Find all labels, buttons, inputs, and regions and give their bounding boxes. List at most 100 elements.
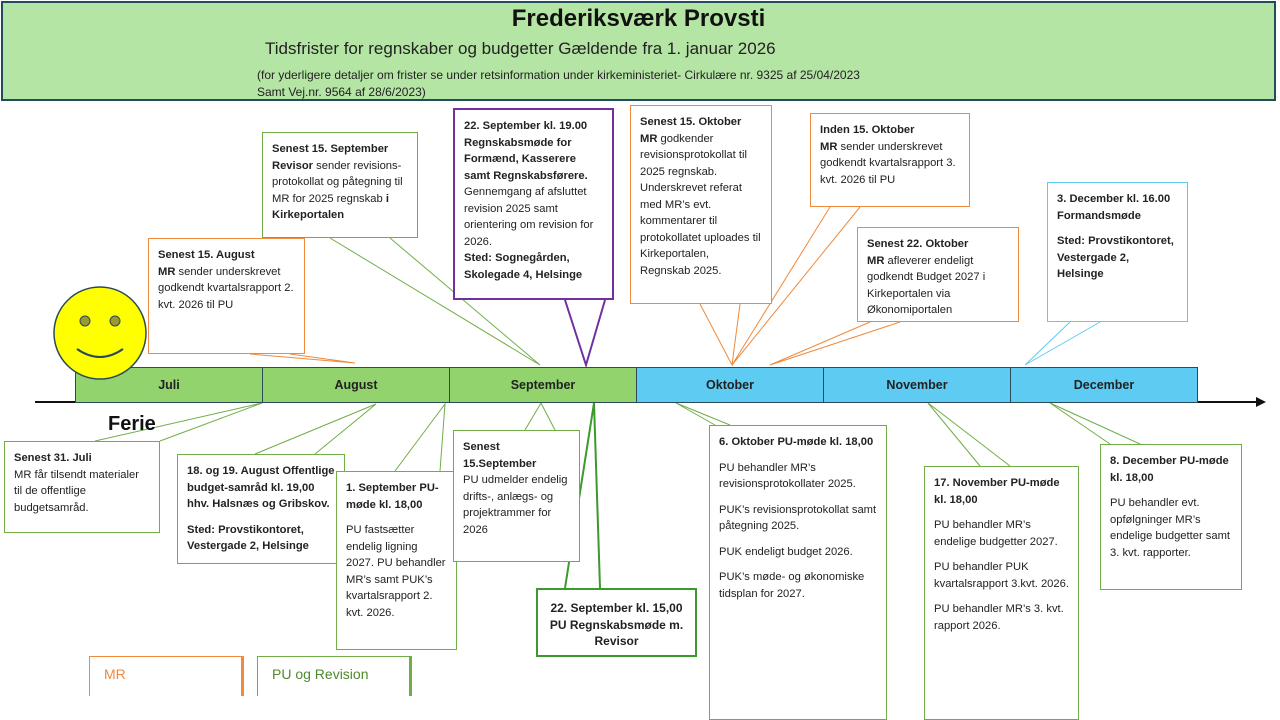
callout-paragraph: PU behandler MR’s revisionsprotokollater… [719, 460, 877, 493]
callout-heading: 22. September kl. 15,00 PU Regnskabsmøde… [549, 601, 684, 648]
callout-paragraph: PU behandler evt. opfølgninger MR’s ende… [1110, 495, 1232, 561]
spacer [1057, 224, 1178, 233]
callout-text: Gennemgang af afsluttet revision 2025 sa… [464, 186, 594, 248]
header-note-line: (for yderligere detaljer om frister se u… [257, 68, 860, 82]
callout-paragraph: Revisor sender revisions-protokollat og … [272, 158, 408, 224]
callout-text: sender underskrevet godkendt kvartalsrap… [158, 265, 294, 311]
callout-heading: 18. og 19. August Offentlige budget-samr… [187, 465, 335, 510]
callout-paragraph: Senest 15. September [272, 141, 408, 158]
month-december: December [1010, 367, 1198, 403]
spacer [934, 592, 1069, 601]
callout-paragraph: PUK’s revisionsprotokollat samt påtegnin… [719, 502, 877, 535]
callout-paragraph: PUK’s møde- og økonomiske tidsplan for 2… [719, 569, 877, 602]
page-subtitle: Tidsfrister for regnskaber og budgetter … [265, 39, 776, 58]
callout-nov-pu-mode: 17. November PU-møde kl. 18,00 PU behandl… [924, 466, 1079, 720]
page-title: Frederiksværk Provsti [511, 5, 766, 32]
callout-heading: Senest 15. August [158, 249, 255, 261]
callout-pointer [927, 402, 1011, 467]
callout-heading: Revisor [272, 159, 314, 172]
callout-paragraph: 6. Oktober PU-møde kl. 18,00 [719, 434, 877, 451]
callout-pointer [769, 321, 901, 366]
callout-heading: i Kirkeportalen [272, 192, 389, 222]
callout-text: PU behandler MR’s 3. kvt. rapport 2026. [934, 603, 1064, 632]
callout-jul-materialer: Senest 31. Juli MR får tilsendt materiale… [4, 441, 160, 533]
callout-paragraph: 17. November PU-møde kl. 18,00 [934, 475, 1069, 508]
header-note: (for yderligere detaljer om frister se u… [257, 67, 860, 101]
callout-heading: Sted: Provstikontoret, Vestergade 2, Hel… [1057, 235, 1174, 280]
callout-pointer [699, 303, 741, 367]
callout-pointer [249, 353, 356, 364]
month-august: August [262, 367, 450, 403]
callout-pointer [94, 402, 263, 442]
callout-aug-samraad: 18. og 19. August Offentlige budget-samr… [177, 454, 345, 564]
callout-paragraph: MR sender underskrevet godkendt kvartals… [158, 264, 295, 314]
callout-paragraph: 8. December PU-møde kl. 18,00 [1110, 453, 1232, 486]
spacer [719, 493, 877, 502]
callout-heading: 8. December PU-møde kl. 18,00 [1110, 455, 1229, 484]
callout-heading: MR [158, 265, 176, 278]
callout-pointer [329, 237, 541, 366]
callout-paragraph: Sted: Sognegården, Skolegade 4, Helsinge [464, 250, 603, 283]
callout-paragraph: Senest 15. August [158, 247, 295, 264]
callout-heading: 6. Oktober PU-møde kl. 18,00 [719, 436, 874, 448]
callout-paragraph: Senest 31. Juli [14, 450, 150, 467]
callout-heading: 1. September PU-møde kl. 18,00 [346, 482, 439, 511]
month-september: September [449, 367, 637, 403]
callout-pointer [1024, 321, 1101, 366]
callout-heading: Senest 22. Oktober [867, 238, 969, 250]
callout-heading: MR [820, 140, 838, 153]
callout-heading: MR [640, 132, 658, 145]
callout-paragraph: PU behandler PUK kvartalsrapport 3.kvt. … [934, 559, 1069, 592]
callout-text: PU udmelder endelig drifts-, anlægs- og … [463, 474, 568, 536]
callout-heading: Senest 31. Juli [14, 452, 92, 464]
callout-pointer [675, 402, 731, 426]
callout-text: PU fastsætter endelig ligning 2027. PU b… [346, 524, 446, 619]
header-note-line: Samt Vej.nr. 9564 af 28/6/2023) [257, 85, 426, 99]
callout-text: PU behandler MR’s revisionsprotokollater… [719, 461, 856, 491]
callout-paragraph: 1. September PU-møde kl. 18,00 [346, 480, 447, 513]
callout-paragraph: 18. og 19. August Offentlige budget-samr… [187, 463, 335, 513]
callout-paragraph: PU behandler MR’s 3. kvt. rapport 2026. [934, 601, 1069, 634]
callout-paragraph: Senest 22. Oktober [867, 236, 1009, 253]
callout-text: PUK’s møde- og økonomiske tidsplan for 2… [719, 571, 865, 600]
callout-text: PUK’s revisionsprotokollat samt påtegnin… [719, 503, 877, 533]
callout-heading: MR [867, 254, 885, 267]
callout-pointer [1049, 402, 1141, 445]
callout-text: PUK endeligt budget 2026. [719, 545, 853, 558]
callout-paragraph: PUK endeligt budget 2026. [719, 544, 877, 561]
callout-text: PU behandler MR’s endelige budgetter 202… [934, 519, 1058, 548]
callout-paragraph: Gennemgang af afsluttet revision 2025 sa… [464, 184, 603, 250]
month-november: November [823, 367, 1011, 403]
month-oktober: Oktober [636, 367, 824, 403]
callout-paragraph: Senest 15.September [463, 439, 570, 472]
callout-heading: 22. September kl. 19.00 Regnskabsmøde fo… [464, 120, 588, 182]
spacer [719, 560, 877, 569]
spacer [187, 513, 335, 522]
callout-pointer [254, 403, 377, 455]
callout-sep-regnskabsmode: 22. September kl. 19.00 Regnskabsmøde fo… [453, 108, 614, 300]
callout-paragraph: MR får tilsendt materialer til de offent… [14, 467, 150, 517]
spacer [934, 550, 1069, 559]
callout-paragraph: PU behandler MR’s endelige budgetter 202… [934, 517, 1069, 550]
callout-paragraph: Inden 15. Oktober [820, 122, 960, 139]
callout-dec-pu-mode: 8. December PU-møde kl. 18,00 PU behandle… [1100, 444, 1242, 590]
callout-paragraph: 22. September kl. 15,00 PU Regnskabsmøde… [547, 600, 686, 650]
legend-pu: PU og Revision [257, 656, 412, 696]
callout-heading: Senest 15. Oktober [640, 116, 742, 128]
callout-pointer [394, 402, 446, 472]
legend-mr-label: MR [104, 666, 126, 682]
smiley-face-icon [53, 286, 147, 380]
callout-paragraph: Sted: Provstikontoret, Vestergade 2, Hel… [1057, 233, 1178, 283]
callout-text: PU behandler PUK kvartalsrapport 3.kvt. … [934, 561, 1069, 590]
callout-heading: 3. December kl. 16.00 Formandsmøde [1057, 193, 1171, 222]
callout-heading: Senest 15. September [272, 143, 389, 155]
ferie-label: Ferie [108, 413, 156, 435]
spacer [719, 535, 877, 544]
callout-sep-pu-mode: 1. September PU-møde kl. 18,00 PU fastsæt… [336, 471, 457, 650]
